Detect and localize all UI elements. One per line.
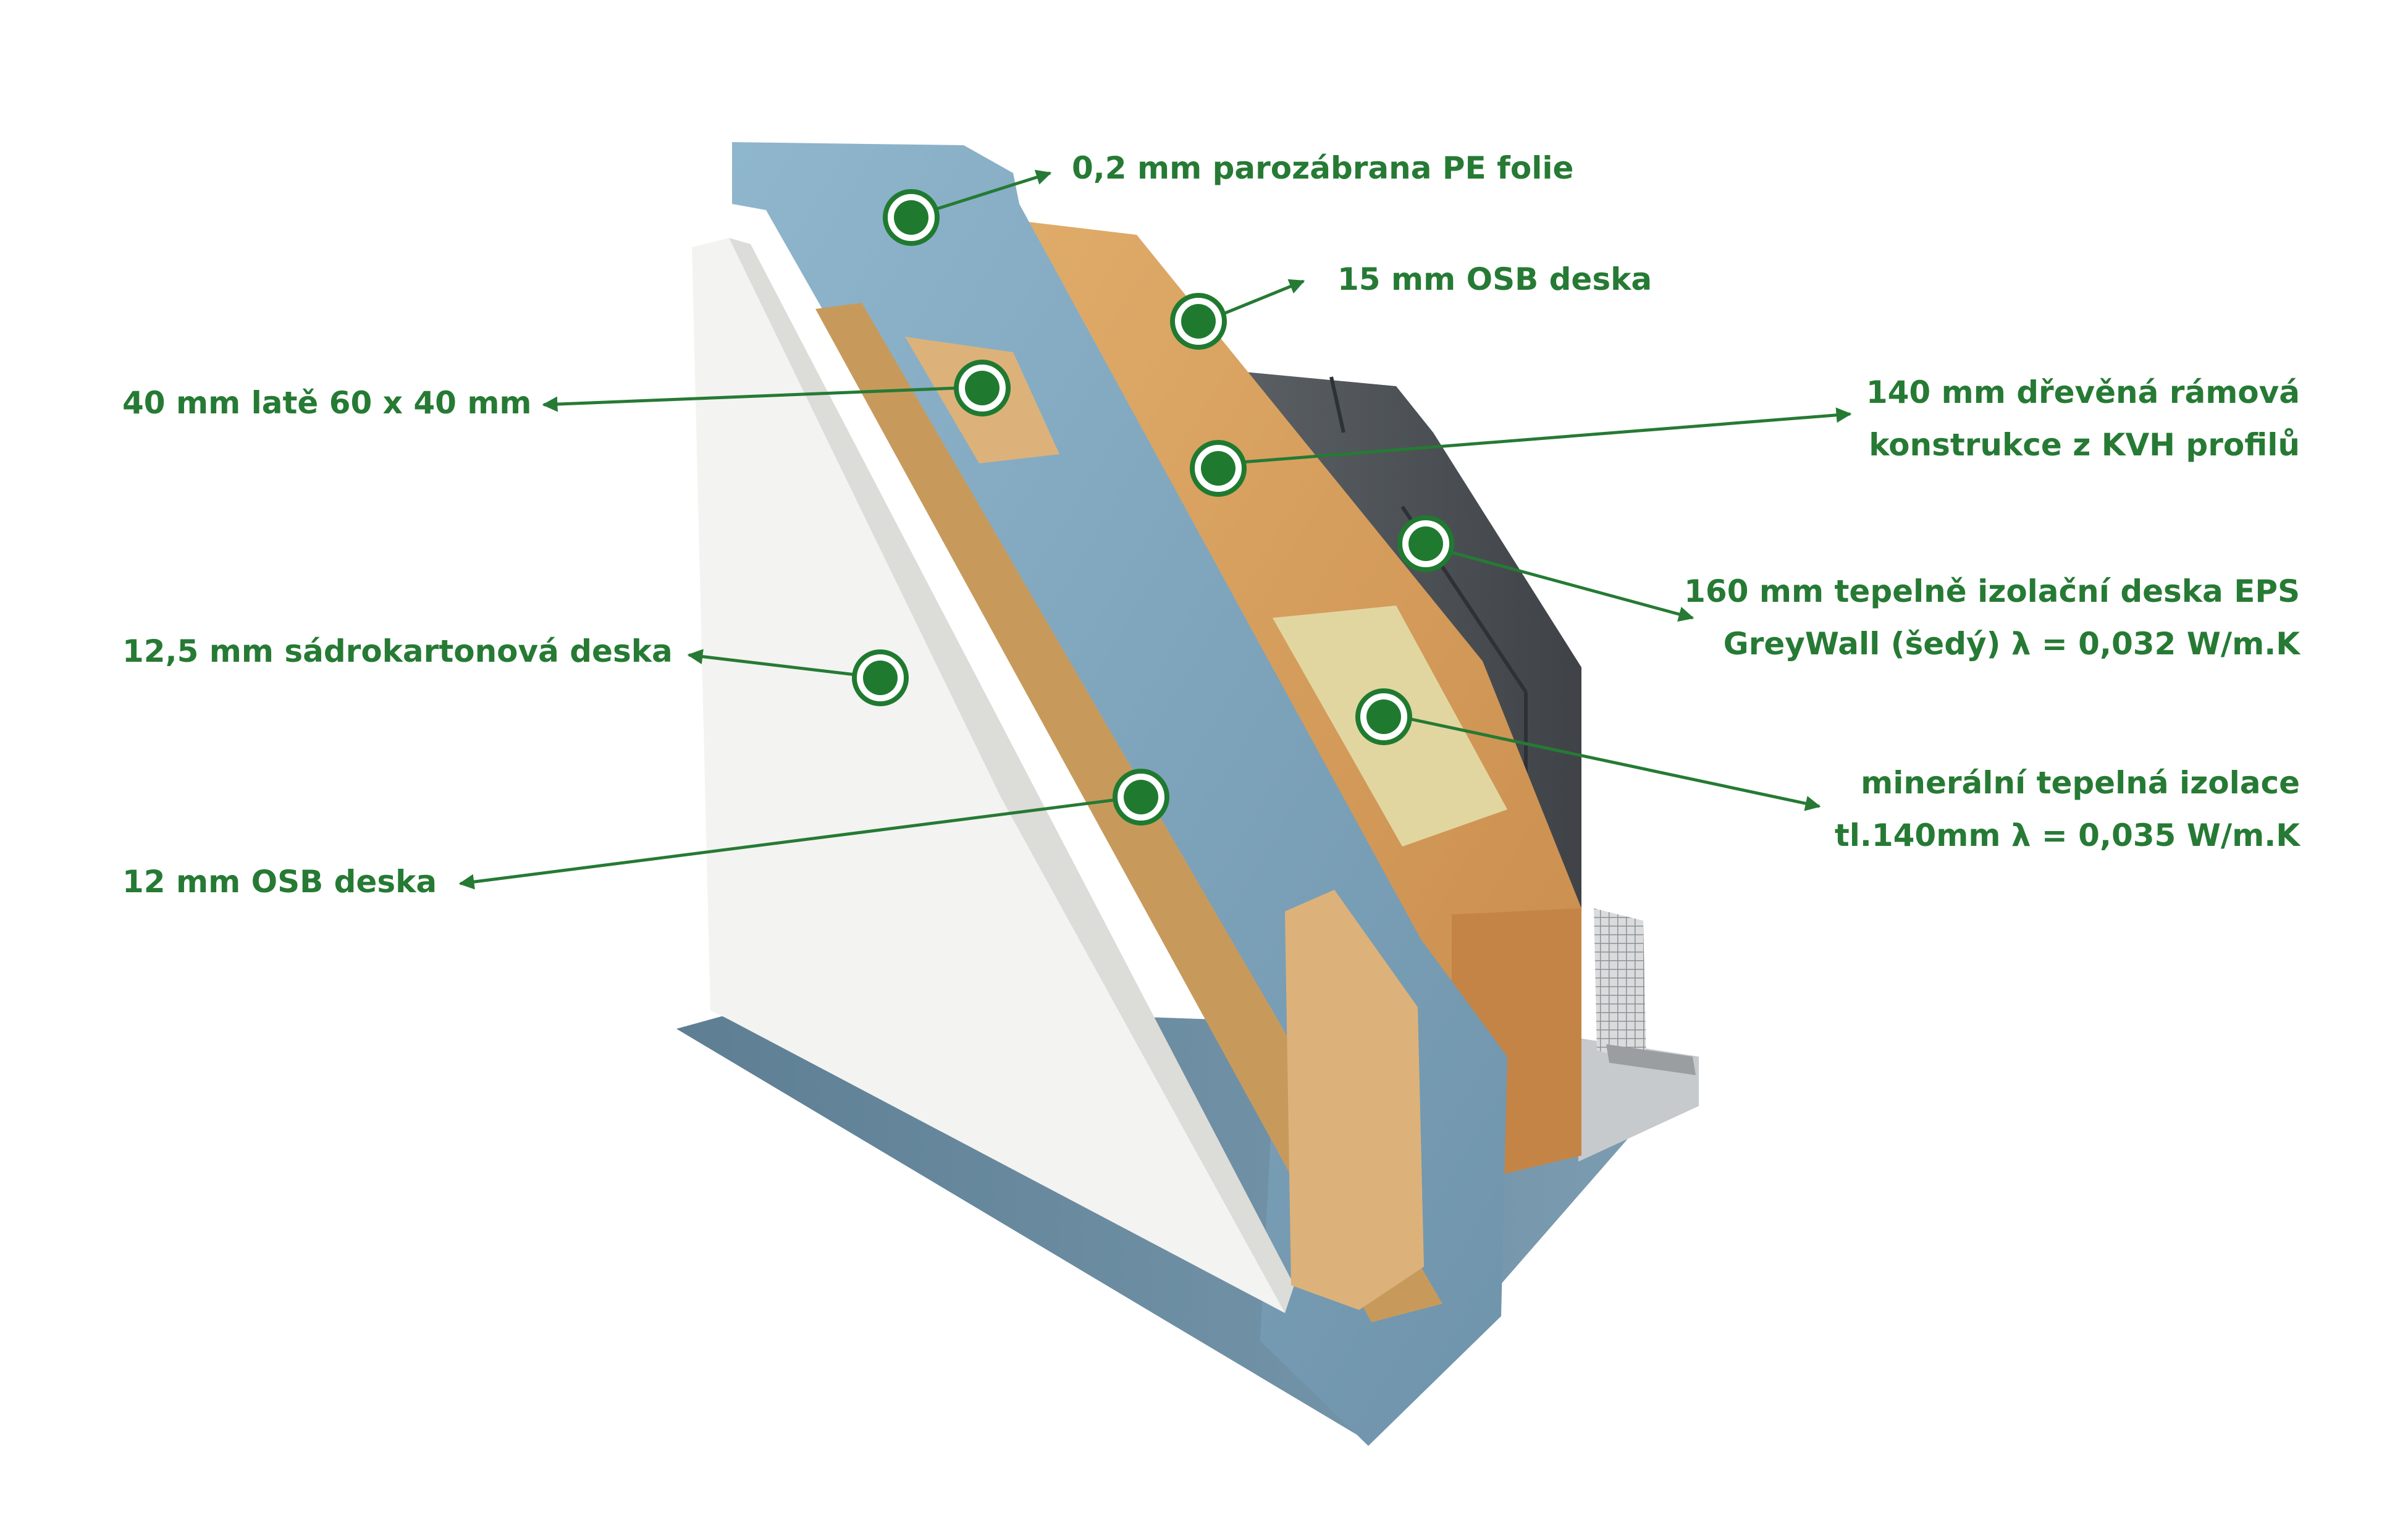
label-vapor-barrier-line-1: 0,2 mm parozábrana PE folie [1072,150,1574,186]
label-eps-line-1: 160 mm tepelně izolační deska EPS [1684,573,2300,609]
label-vapor-barrier: 0,2 mm parozábrana PE folie [1072,142,1573,195]
label-osb-12: 12 mm OSB deska [122,856,437,908]
marker-vapor-barrier [883,189,940,246]
label-gypsum: 12,5 mm sádrokartonová deska [122,625,673,678]
label-batten-line-1: 40 mm latě 60 x 40 mm [122,385,532,421]
marker-dots [852,189,1454,826]
gypsum-board [692,238,1285,1313]
leader-lines [458,169,1852,890]
label-eps-line-2: GreyWall (šedý) λ = 0,032 W/m.K [1723,626,2300,662]
gypsum-board-edge [729,238,1294,1313]
leader-eps [1442,548,1694,622]
leader-gypsum [687,649,856,677]
marker-batten [954,360,1011,416]
label-mineral-wool-line-2: tl.140mm λ = 0,035 W/m.K [1834,817,2300,853]
leader-osb-15 [1219,279,1305,317]
leader-batten [542,386,958,412]
marker-kvh-frame [1190,440,1247,497]
label-eps: 160 mm tepelně izolační deska EPS GreyWa… [1684,565,2300,670]
label-gypsum-line-1: 12,5 mm sádrokartonová deska [122,633,673,669]
marker-osb-15 [1170,293,1227,350]
leader-mineral-wool [1408,717,1821,811]
marker-gypsum [852,649,909,706]
marker-eps [1397,515,1454,572]
label-kvh-frame: 140 mm dřevěná rámová konstrukce z KVH p… [1866,366,2300,471]
label-kvh-frame-line-1: 140 mm dřevěná rámová [1866,374,2300,410]
label-mineral-wool-line-1: minerální tepelná izolace [1861,765,2300,801]
plinth-mesh [1594,908,1646,1063]
leader-vapor-barrier [932,169,1052,212]
label-osb-15: 15 mm OSB deska [1337,253,1652,306]
label-batten: 40 mm latě 60 x 40 mm [122,377,532,429]
batten-bottom [1285,890,1424,1310]
label-kvh-frame-line-2: konstrukce z KVH profilů [1869,427,2300,463]
label-osb-15-line-1: 15 mm OSB deska [1337,261,1652,297]
marker-osb-12 [1113,769,1169,826]
label-mineral-wool: minerální tepelná izolace tl.140mm λ = 0… [1835,757,2300,862]
corner-bead [1606,1044,1696,1075]
label-osb-12-line-1: 12 mm OSB deska [122,864,437,900]
marker-mineral-wool [1355,688,1412,745]
leader-kvh-frame [1241,407,1852,464]
leader-osb-12 [458,796,1128,890]
